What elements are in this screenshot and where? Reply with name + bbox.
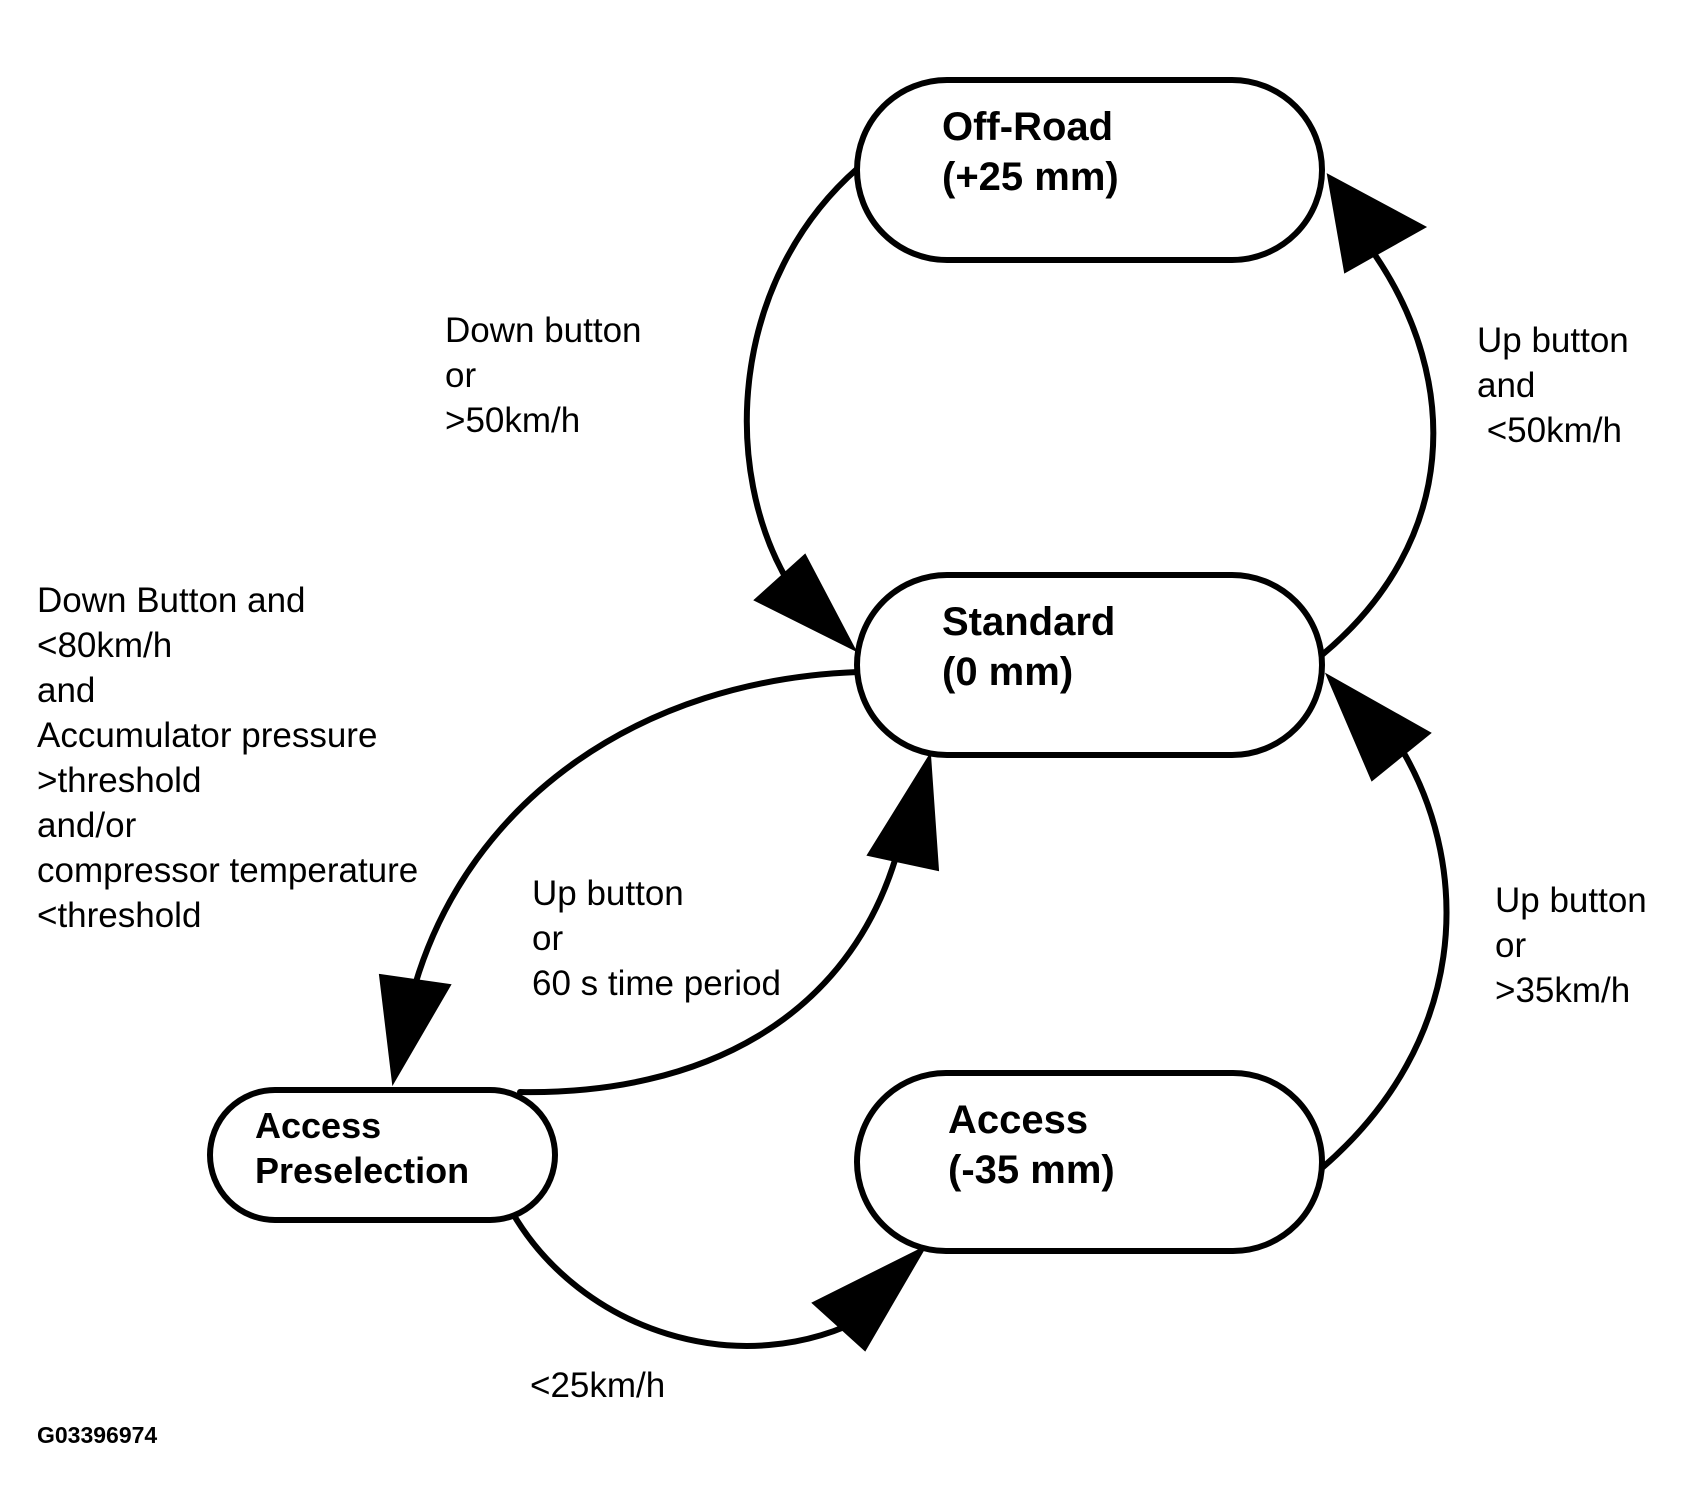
arrowhead-into-access-preselection <box>378 973 452 1087</box>
state-access <box>854 1070 1325 1254</box>
edge-access-preselection-to-standard <box>517 847 901 1096</box>
label-off-road-to-standard-line1: Down button <box>445 311 642 350</box>
arrowhead-into-standard-from-off-road <box>753 553 858 653</box>
label-standard-to-off-road-line1: Up button <box>1477 321 1629 360</box>
label-access-preselection-to-standard-line3: 60 s time period <box>532 964 781 1003</box>
label-access-preselection-to-access: <25km/h <box>530 1366 665 1405</box>
state-off-road <box>854 77 1325 263</box>
edge-access-to-standard <box>1319 752 1450 1171</box>
state-standard-label-line2: (0 mm) <box>942 650 1073 694</box>
state-access-preselection-label-line2: Preselection <box>255 1150 469 1191</box>
state-off-road-label-line2: (+25 mm) <box>942 155 1119 199</box>
edge-access-preselection-to-access <box>509 1209 873 1349</box>
state-access-preselection <box>207 1087 558 1223</box>
arrowhead-into-standard-from-access-preselection <box>866 751 940 872</box>
state-standard <box>854 572 1325 758</box>
label-standard-to-access-preselection-line4: Accumulator pressure <box>37 716 377 755</box>
edge-standard-to-access-preselection <box>412 669 861 988</box>
edge-off-road-to-standard <box>743 165 861 588</box>
label-access-preselection-to-standard-line2: or <box>532 919 563 958</box>
state-access-label-line1: Access <box>948 1098 1088 1142</box>
edge-standard-to-off-road <box>1319 252 1437 658</box>
arrowhead-into-access <box>811 1244 928 1352</box>
label-standard-to-access-preselection-line3: and <box>37 671 95 710</box>
state-access-label-line2: (-35 mm) <box>948 1148 1115 1192</box>
label-standard-to-access-preselection-line1: Down Button and <box>37 581 306 620</box>
label-access-to-standard-line2: or <box>1495 926 1526 965</box>
state-standard-label-line1: Standard <box>942 600 1115 644</box>
label-access-to-standard-line3: >35km/h <box>1495 971 1630 1010</box>
state-off-road-label-line1: Off-Road <box>942 105 1113 149</box>
label-standard-to-access-preselection-line7: compressor temperature <box>37 851 418 890</box>
label-standard-to-access-preselection-line6: and/or <box>37 806 137 845</box>
label-access-to-standard-line1: Up button <box>1495 881 1647 920</box>
label-off-road-to-standard-line3: >50km/h <box>445 401 580 440</box>
arrowhead-into-standard-from-access <box>1324 672 1432 782</box>
state-access-preselection-label-line1: Access <box>255 1105 381 1146</box>
figure-id: G03396974 <box>37 1422 157 1448</box>
label-off-road-to-standard-line2: or <box>445 356 476 395</box>
label-standard-to-off-road-line3: <50km/h <box>1477 411 1622 450</box>
label-standard-to-off-road-line2: and <box>1477 366 1535 405</box>
label-standard-to-access-preselection-line8: <threshold <box>37 896 201 935</box>
arrowhead-into-off-road <box>1326 173 1428 274</box>
label-access-preselection-to-standard-line1: Up button <box>532 874 684 913</box>
label-standard-to-access-preselection-line2: <80km/h <box>37 626 172 665</box>
label-standard-to-access-preselection-line5: >threshold <box>37 761 201 800</box>
